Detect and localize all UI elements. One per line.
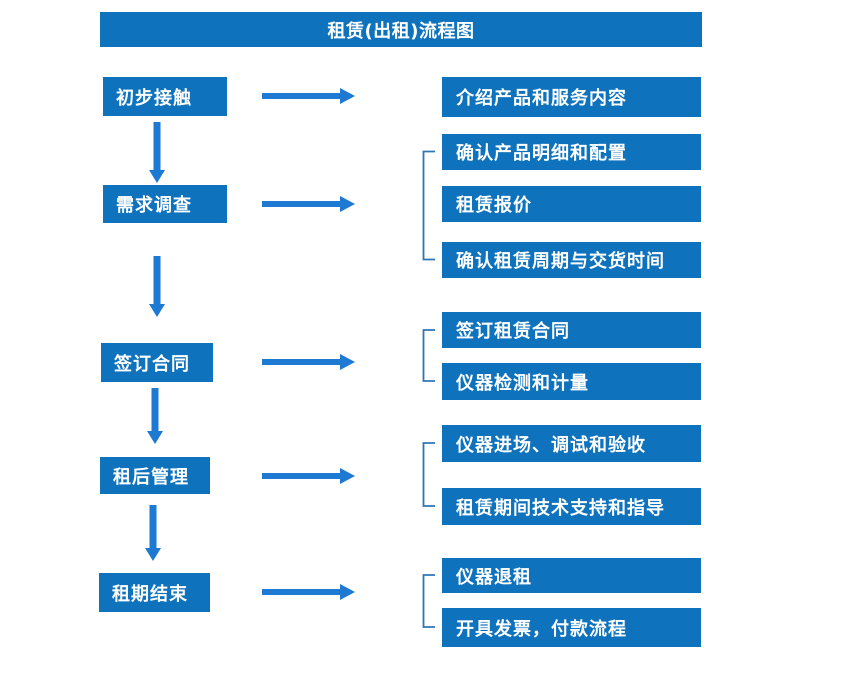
arrow-step2-to-step3: [149, 256, 165, 317]
step-box-5: 租期结束: [99, 573, 210, 612]
bracket-group-step4: [422, 442, 435, 507]
bracket-group-step3: [422, 329, 435, 382]
output-box-step2-3: 确认租赁周期与交货时间: [442, 242, 701, 278]
output-box-step4-2: 租赁期间技术支持和指导: [442, 488, 701, 525]
flowchart-title: 租赁(出租)流程图: [100, 12, 702, 47]
bracket-group-step2: [422, 150, 435, 261]
output-box-step5-1: 仪器退租: [442, 558, 701, 593]
arrow-step3-to-step4: [147, 388, 163, 444]
output-box-step1-1: 介绍产品和服务内容: [442, 77, 701, 117]
step-box-1: 初步接触: [103, 77, 227, 116]
output-box-step2-1: 确认产品明细和配置: [442, 134, 701, 170]
arrow-step5-right: [262, 584, 355, 600]
step-box-2: 需求调查: [103, 185, 227, 223]
arrow-step2-right: [262, 196, 355, 212]
output-box-step4-1: 仪器进场、调试和验收: [442, 425, 701, 462]
arrow-step1-to-step2: [149, 122, 165, 183]
step-box-4: 租后管理: [100, 457, 210, 494]
arrow-step3-right: [262, 354, 355, 370]
arrow-step4-right: [262, 468, 355, 484]
bracket-group-step5: [422, 574, 435, 628]
step-box-3: 签订合同: [101, 343, 213, 382]
arrow-step1-right: [262, 88, 355, 104]
output-box-step3-1: 签订租赁合同: [442, 312, 701, 348]
arrow-step4-to-step5: [145, 505, 161, 561]
output-box-step2-2: 租赁报价: [442, 186, 701, 222]
output-box-step3-2: 仪器检测和计量: [442, 363, 701, 400]
output-box-step5-2: 开具发票，付款流程: [442, 608, 701, 647]
